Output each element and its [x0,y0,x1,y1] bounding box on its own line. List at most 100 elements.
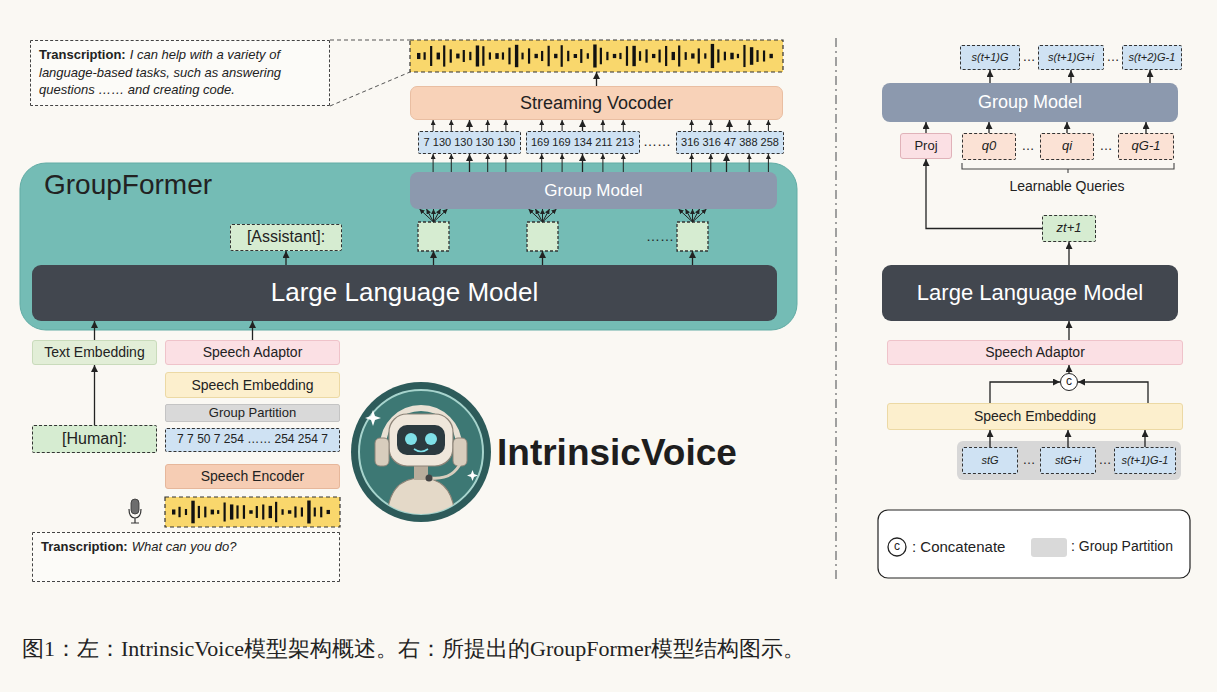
ellipsis: … [1100,139,1113,153]
waveform-bar [534,54,537,58]
waveform-bar [191,501,194,524]
waveform-bar [724,52,726,61]
waveform-bar [717,49,719,62]
fan-arrow [434,209,448,222]
box-label: Large Language Model [917,280,1143,305]
token-box: s(t+2)G-1 [1122,45,1182,70]
waveform-bar [314,508,316,517]
waveform-bar [737,54,739,58]
waveform-bar [521,53,523,60]
ellipsis: … [1022,139,1035,153]
role-token-box: [Assistant]: [230,224,342,251]
microphone-stand [129,509,141,523]
group-partition-band [957,441,1181,480]
box-label: Speech Embedding [974,408,1096,424]
connector-arrow [582,120,583,131]
waveform-bar [750,47,753,65]
waveform-bar [281,509,283,515]
token-box: s(t+1)G [960,45,1020,70]
waveform-bar [613,54,616,58]
waveform-frame [165,497,340,527]
box-label: Speech Encoder [201,468,305,484]
transcription-box: Transcription:What can you do? [32,532,340,582]
transcription-text: What can you do? [132,539,237,554]
token-box: 7 7 50 7 254 …… 254 254 7 [165,428,340,452]
waveform-bar [211,510,214,515]
connector-arrow [989,70,990,83]
box-label: Text Embedding [44,344,144,360]
box-label: zt+1 [1057,221,1082,236]
robot-head [389,414,453,466]
box-label: [Human]: [62,430,127,448]
latent-box: zt+1 [1042,215,1096,242]
waveform-bar [548,46,550,66]
box-label: qi [1062,139,1072,154]
token-arrow [451,154,452,172]
logo-wordmark: IntrinsicVoice [497,433,737,474]
waveform-bar [243,505,245,519]
waveform-bar [185,509,187,515]
waveform-bar [645,49,647,62]
waveform-bar [443,45,445,66]
connector-arrow [925,122,926,133]
fan-arrow [427,209,434,222]
waveform-bar [172,509,175,514]
waveform-bar [619,53,621,59]
robot-body [387,478,455,522]
token-box: 316 316 47 388 258 [676,131,784,154]
waveform-bar [327,510,330,514]
microphone-head [131,499,139,514]
waveform-bar [711,44,714,68]
waveform-bar [249,510,252,514]
box-label: s(t+1)G [972,51,1009,64]
logo-ring [351,382,491,522]
robot-mic-tip [426,475,433,482]
waveform-bar [495,53,498,59]
connector-arrow [1068,365,1069,373]
robot-eye [405,433,417,445]
ellipsis: … [1107,50,1120,64]
box-label: 7 7 50 7 254 …… 254 254 7 [177,433,328,447]
waveform-bar [230,504,233,519]
legend-text: : Concatenate [912,539,1005,556]
connector-arrow [469,120,470,131]
waveform-bar [626,46,628,66]
box-label: 316 316 47 388 258 [681,136,779,149]
llm-box: Large Language Model [882,265,1178,321]
box-label: stG [981,454,998,467]
token-box: s(t+1)G+i [1038,45,1104,70]
waveform-bar [659,50,661,63]
callout-line [330,40,410,41]
box-label: Group Model [544,181,642,201]
connector-arrow [989,430,990,447]
group-model-box: Group Model [882,83,1178,122]
waveform-bar [763,50,765,61]
waveform-bar [198,506,200,518]
token-arrow [505,120,506,131]
query-box: qG-1 [1118,133,1174,160]
waveform-bar [502,52,504,59]
connector-arrow [726,154,727,172]
encoder-box: Speech Encoder [165,464,340,489]
connector-arrow [1070,70,1071,83]
fan-arrow [693,209,700,222]
transcription-box: Transcription:I can help with a variety … [30,40,330,106]
waveform-bar [262,504,264,519]
waveform-bar [561,45,563,67]
waveform-bar [704,53,706,58]
latent-square [527,222,558,251]
sparkle [365,410,381,426]
output-arrow [596,72,597,86]
waveform-bar [301,507,303,516]
waveform-bar [600,48,602,65]
waveform-bar [743,45,745,67]
waveform-bar [691,53,694,58]
token-arrow [749,120,750,131]
robot-eye [425,433,437,445]
token-arrow [433,120,434,131]
box-label: [Assistant]: [247,228,325,246]
waveform-bar [476,45,479,66]
waveform-bar [554,54,557,58]
latent-arrow [433,251,434,265]
ellipsis: … [1099,453,1112,467]
